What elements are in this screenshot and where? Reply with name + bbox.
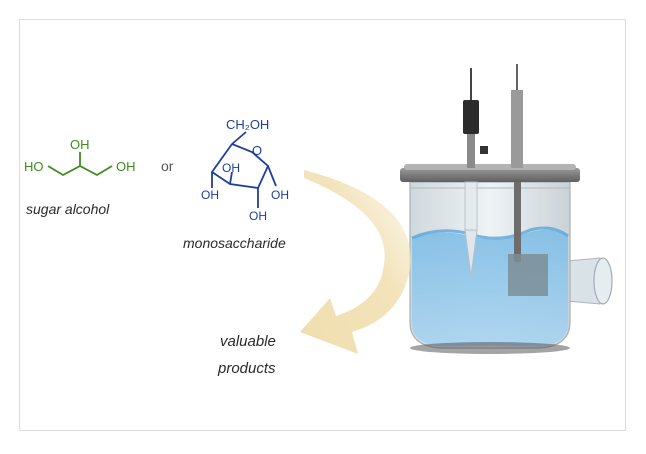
- glucose-ring-o: O: [252, 143, 262, 158]
- glucose-oh-3: OH: [271, 188, 289, 202]
- counter-electrode-icon: [508, 64, 548, 296]
- reaction-vessel-icon: [400, 164, 613, 354]
- glucose-oh-1: OH: [222, 161, 240, 175]
- products-line-2: products: [217, 360, 276, 377]
- glycerol-ho-left: HO: [24, 159, 44, 174]
- sugar-alcohol-structure: OH HO OH: [24, 137, 136, 177]
- glucose-oh-4: OH: [249, 209, 267, 223]
- curved-arrow-icon: [300, 170, 411, 354]
- glycerol-oh-top: OH: [70, 137, 90, 152]
- glycerol-oh-right: OH: [116, 159, 136, 174]
- glucose-ch2oh: CH₂OH: [226, 117, 269, 132]
- glucose-oh-2: OH: [201, 188, 219, 202]
- sugar-alcohol-caption: sugar alcohol: [26, 201, 110, 217]
- or-connector: or: [161, 158, 174, 174]
- monosaccharide-caption: monosaccharide: [183, 235, 286, 251]
- figure-frame: [19, 19, 626, 431]
- products-line-1: valuable: [220, 333, 276, 350]
- monosaccharide-structure: [210, 131, 277, 208]
- electrode-icon: [463, 68, 488, 277]
